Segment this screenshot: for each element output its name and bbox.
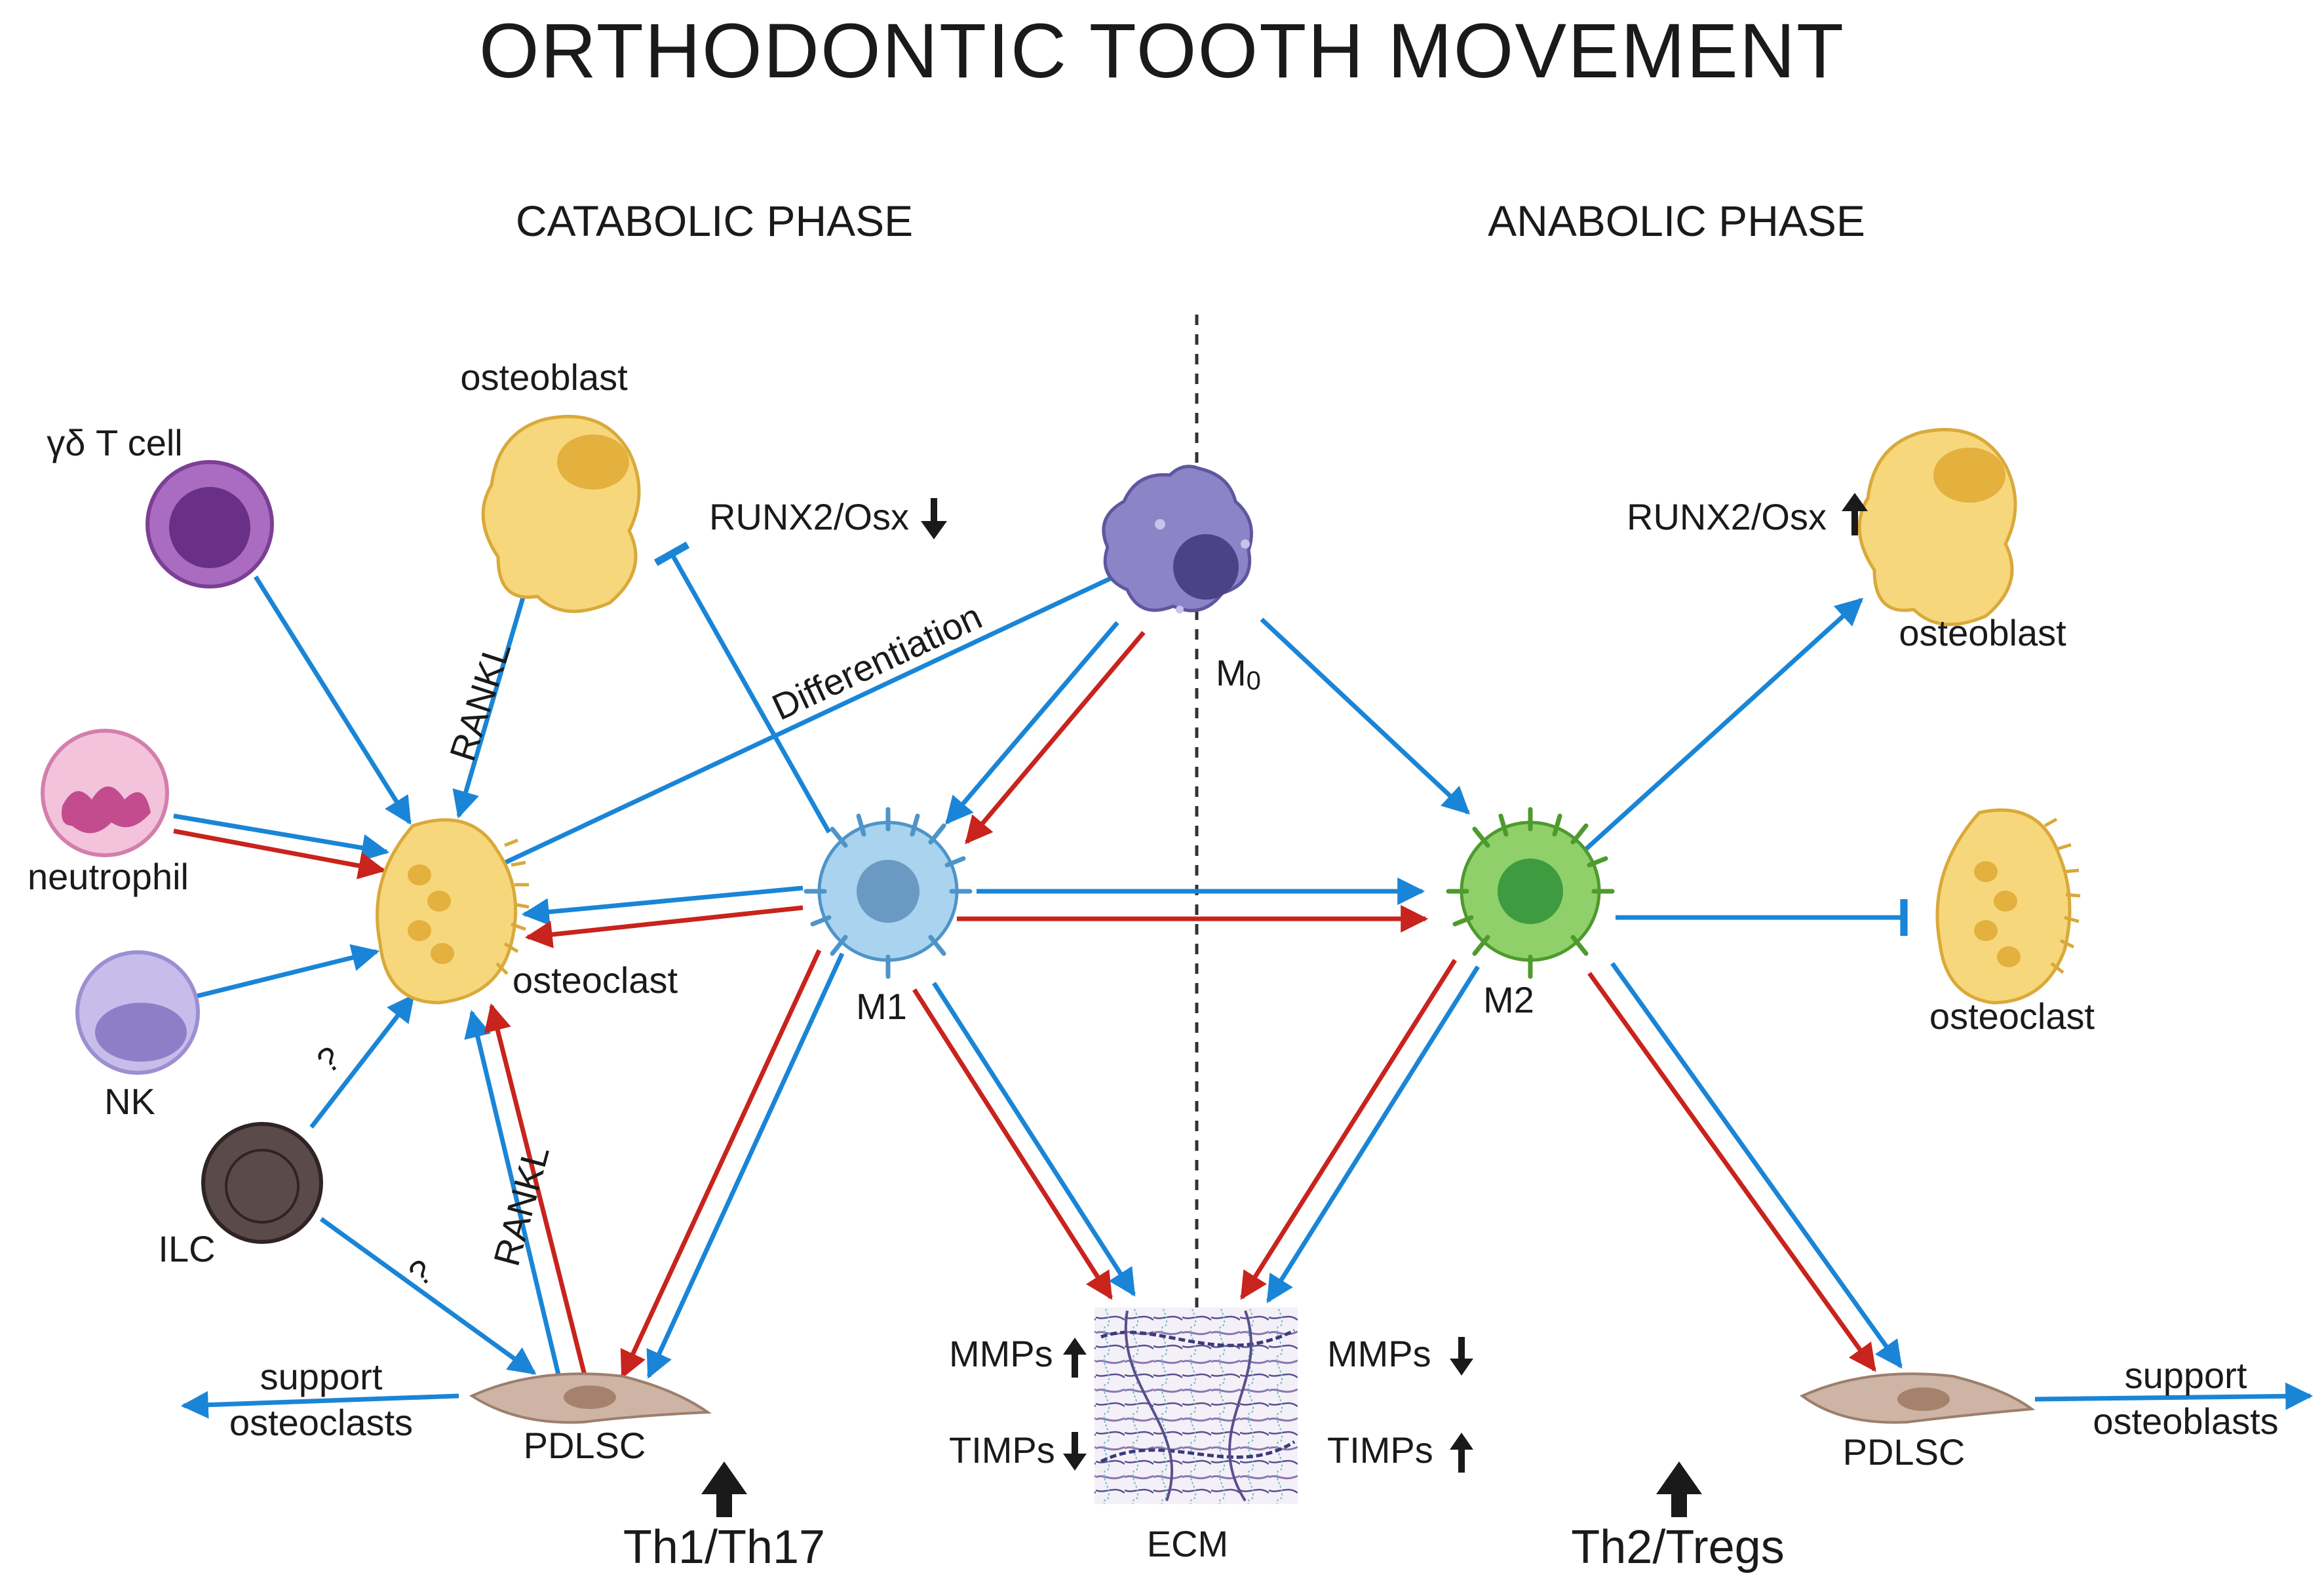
osteoclast-left-icon (376, 818, 530, 1005)
label-question-2: ? (402, 1252, 440, 1294)
timps-right-up-arrow-icon (1450, 1433, 1473, 1473)
label-neutrophil: neutrophil (28, 856, 189, 897)
arrow-pdlsc-to-osteoclast-blue (464, 1009, 563, 1383)
arrow-ilc-to-pdlsc (319, 1217, 537, 1375)
label-timps-left: TIMPs (949, 1429, 1055, 1471)
arrow-m2-to-ecm-blue (1266, 965, 1480, 1304)
arrow-pdlsc-to-osteoclast-red (484, 1003, 589, 1383)
label-osteoblast-right: osteoblast (1899, 612, 2066, 653)
diagram-title: ORTHODONTIC TOOTH MOVEMENT (479, 8, 1845, 94)
arrow-nk-to-osteoclast (196, 944, 380, 999)
anabolic-phase-label: ANABOLIC PHASE (1488, 197, 1865, 245)
label-ilc: ILC (158, 1228, 215, 1269)
osteoclast-right-icon (1935, 808, 2081, 1005)
label-differentiation: Differentiation (765, 595, 988, 728)
runx-right-up-arrow-icon (1842, 493, 1868, 535)
arrow-m0-differentiation (469, 574, 1115, 881)
label-th-left: Th1/Th17 (623, 1521, 825, 1574)
m0-macrophage-icon (1102, 465, 1253, 613)
label-osteoblast-left: osteoblast (460, 357, 628, 398)
arrow-m1-to-pdlsc-blue (646, 952, 845, 1379)
label-mmps-left: MMPs (949, 1333, 1053, 1374)
arrow-osteoblast-to-osteoclast (452, 592, 527, 819)
pdlsc-right-icon (1800, 1372, 2036, 1424)
nk-cell-icon (75, 950, 200, 1075)
arrow-m1-to-osteoclast-blue (521, 885, 804, 926)
gdt-cell-icon (145, 460, 274, 589)
runx-left-down-arrow-icon (921, 498, 947, 539)
arrow-m2-to-ecm-red (1240, 959, 1457, 1300)
arrow-m2-to-pdlsc-blue (1610, 961, 1903, 1369)
label-m1: M1 (856, 986, 907, 1027)
label-nk: NK (104, 1081, 155, 1122)
timps-left-down-arrow-icon (1063, 1432, 1087, 1471)
arrow-m1-to-ecm-blue (932, 982, 1136, 1297)
label-support-left-2: osteoclasts (229, 1402, 413, 1443)
th-left-up-arrow-icon (701, 1461, 747, 1517)
arrow-m1-to-osteoclast-red (524, 905, 804, 948)
th-right-up-arrow-icon (1656, 1461, 1702, 1517)
label-osteoclast-right: osteoclast (1929, 995, 2095, 1037)
arrow-m2-to-osteoblast (1581, 598, 1864, 854)
inhibit-m1-to-osteoblast (653, 541, 832, 834)
arrow-m0-to-m1-blue (945, 621, 1119, 825)
arrow-gdt-to-osteoclast (254, 575, 412, 825)
label-m2: M2 (1483, 979, 1534, 1020)
ecm-matrix-icon (1094, 1307, 1298, 1504)
label-runx-right: RUNX2/Osx (1627, 496, 1827, 537)
arrow-m2-to-pdlsc-red (1587, 971, 1876, 1372)
ilc-cell-icon (201, 1122, 323, 1244)
arrow-support-osteoclasts (180, 1391, 459, 1419)
arrow-m1-to-ecm-red (912, 988, 1113, 1300)
mmps-left-up-arrow-icon (1063, 1338, 1087, 1378)
catabolic-phase-label: CATABOLIC PHASE (516, 197, 913, 245)
neutrophil-cell-icon (41, 729, 169, 857)
label-pdlsc-left: PDLSC (524, 1425, 646, 1466)
label-pdlsc-right: PDLSC (1843, 1431, 1966, 1473)
label-osteoclast-left: osteoclast (513, 959, 678, 1001)
pdlsc-left-icon (469, 1372, 712, 1424)
arrow-m0-to-m2 (1260, 617, 1471, 815)
label-question-1: ? (311, 1039, 348, 1081)
label-m0: M0 (1216, 652, 1261, 695)
osteoblast-right-icon (1857, 428, 2017, 627)
arrow-support-osteoblasts (2034, 1382, 2314, 1410)
m2-macrophage-icon (1446, 807, 1615, 979)
label-support-right-2: osteoblasts (2093, 1400, 2278, 1442)
label-m0-main: M (1216, 652, 1247, 693)
label-gdt-cell: γδ T cell (47, 422, 183, 463)
label-rankl-top: RANKL (441, 637, 518, 766)
label-support-left-1: support (260, 1356, 383, 1397)
osteoblast-left-icon (481, 415, 641, 613)
arrow-m1-to-pdlsc-red (620, 949, 822, 1379)
mmps-right-down-arrow-icon (1450, 1337, 1473, 1376)
label-m0-sub: 0 (1247, 666, 1261, 695)
label-timps-right: TIMPs (1327, 1429, 1433, 1471)
arrow-neutrophil-to-osteoclast-blue (173, 813, 390, 862)
arrow-ilc-to-osteoclast (309, 994, 415, 1129)
label-runx-left: RUNX2/Osx (709, 496, 909, 537)
arrow-m0-to-m1-red (965, 630, 1146, 845)
label-rankl-bottom: RANKL (486, 1141, 557, 1270)
m1-macrophage-icon (804, 807, 973, 979)
label-th-right: Th2/Tregs (1571, 1521, 1784, 1574)
arrow-neutrophil-to-osteoclast-red (173, 828, 387, 879)
label-mmps-right: MMPs (1327, 1333, 1431, 1374)
label-support-right-1: support (2125, 1355, 2247, 1396)
label-ecm: ECM (1147, 1523, 1228, 1564)
